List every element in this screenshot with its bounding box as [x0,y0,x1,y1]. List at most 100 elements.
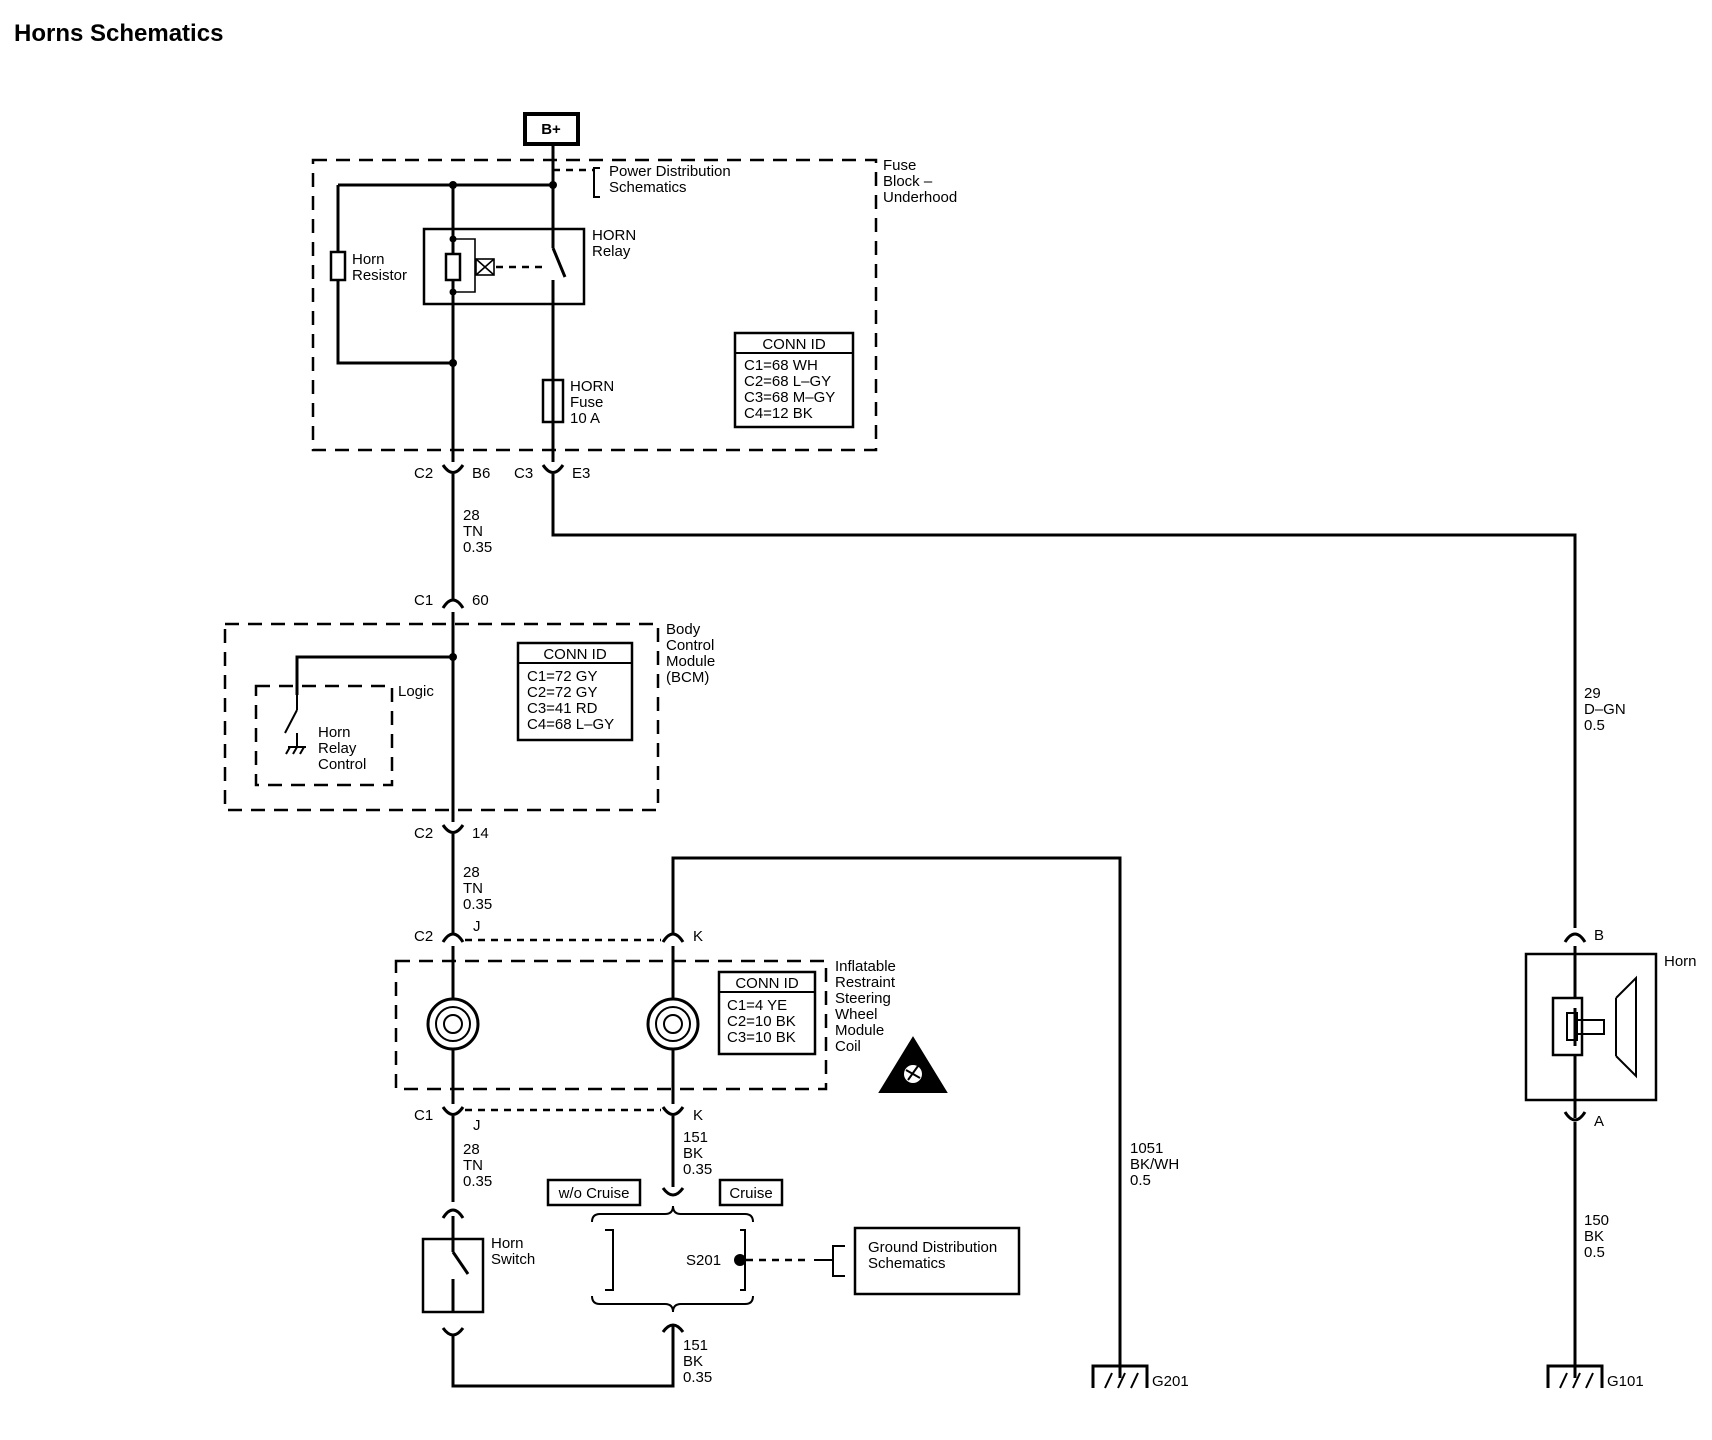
relay-control-label-2: Relay [318,740,357,757]
connector-label: C1 [414,592,433,609]
airbag-warning-icon [878,1036,948,1093]
irs-label-4: Wheel [835,1006,878,1023]
horn-assembly: Horn [1524,946,1697,1118]
connector-label: J [473,1117,481,1134]
horn-fuse-label-1: HORN [570,378,614,395]
splice-s201: S201 [686,1252,746,1269]
fuse-block-label-2: Block – [883,173,933,190]
bcm-conn-id-row: C1=72 GY [527,668,597,685]
battery-label: B+ [541,121,561,138]
ground-1051-upper-wire [671,856,1122,1378]
irs-label-1: Inflatable [835,958,896,975]
page-title: Horns Schematics [14,20,224,47]
fuse-block-conn-id-table: CONN ID C1=68 WH C2=68 L–GY C3=68 M–GY C… [733,331,855,429]
connector-label: C2 [414,928,433,945]
bcm-label-4: (BCM) [666,669,709,686]
wire-label: 0.35 [463,896,492,913]
horn-resistor: Horn Resistor [329,250,407,284]
wire-label: BK [683,1353,703,1370]
horn-switch: Horn Switch [421,1208,535,1337]
connector-label: E3 [572,465,590,482]
wire-label: 28 [463,864,480,881]
ground-dist-line-1: Ground Distribution [868,1239,997,1256]
wire-label: BK [683,1145,703,1162]
horn-feed-wire [551,474,1577,928]
bcm-label-3: Module [666,653,715,670]
horn-switch-label-2: Switch [491,1251,535,1268]
horn-relay-label-1: HORN [592,227,636,244]
ground-g101-icon: G101 [1546,1364,1644,1390]
logic-label: Logic [398,683,434,700]
connector-label: C1 [414,1107,433,1124]
horn-connector-b: B [1563,927,1604,944]
horn-connector-a: A [1563,1111,1604,1130]
wire-label: 28 [463,507,480,524]
connector-label: K [693,928,703,945]
horn-fuse-label-3: 10 A [570,410,600,427]
relay-control-label-1: Horn [318,724,351,741]
connector-label: K [693,1107,703,1124]
without-cruise-label: w/o Cruise [558,1185,630,1202]
irs-conn-id-row: C2=10 BK [727,1013,796,1030]
horn-resistor-label-2: Resistor [352,267,407,284]
fuse-block-connector-c2-b6: C2 B6 [414,464,490,482]
horn-switch-label-1: Horn [491,1235,524,1252]
power-distribution-link[interactable]: Power Distribution Schematics [553,163,731,198]
horn-fuse: HORN Fuse 10 A [541,378,614,427]
fuse-block-underhood: Fuse Block – Underhood [311,157,957,452]
fb-conn-id-row: C3=68 M–GY [744,389,835,406]
horn-fuse-label-2: Fuse [570,394,603,411]
relay-control-wire [295,655,453,695]
bk-wire-151-lower [451,1326,675,1388]
bcm-conn-id-row: C2=72 GY [527,684,597,701]
clockspring-coil-right [646,997,700,1051]
horn-label: Horn [1664,953,1697,970]
irs-conn-id-header: CONN ID [735,975,799,992]
fuse-block-label-3: Underhood [883,189,957,206]
irs-conn-id-row: C1=4 YE [727,997,787,1014]
wire-label: TN [463,880,483,897]
bcm-connector-c2-14: C2 14 [414,824,489,842]
wire-label: 0.35 [683,1161,712,1178]
battery-source: B+ [523,112,580,146]
cruise-option-labels: w/o Cruise Cruise [546,1178,784,1207]
fb-conn-id-row: C1=68 WH [744,357,818,374]
ground-dist-line-2: Schematics [868,1255,946,1272]
wire-label: TN [463,1157,483,1174]
connector-label: A [1594,1113,1604,1130]
wire-label: BK/WH [1130,1156,1179,1173]
irs-conn-id-table: CONN ID C1=4 YE C2=10 BK C3=10 BK [717,970,817,1056]
wire-label: 0.5 [1584,1244,1605,1261]
connector-label: C3 [514,465,533,482]
fuse-block-connector-c3-e3: C3 E3 [514,464,590,482]
irs-label-3: Steering [835,990,891,1007]
connector-label: 14 [472,825,489,842]
ground-distribution-link[interactable]: Ground Distribution Schematics [746,1226,1021,1296]
connector-label: C2 [414,825,433,842]
ground-label: G201 [1152,1373,1189,1390]
irs-label-2: Restraint [835,974,896,991]
irs-connector-bottom: C1 J K [414,1106,703,1134]
wire-label: 28 [463,1141,480,1158]
connector-label: C2 [414,465,433,482]
bcm-connector-c1-60: C1 60 [414,592,489,609]
cruise-option-bracket [591,1205,754,1313]
irs-connector-top: C2 J K [414,918,703,945]
wire-label: BK [1584,1228,1604,1245]
wire-label: 151 [683,1129,708,1146]
wire-label: 0.35 [463,539,492,556]
irs-label-5: Module [835,1022,884,1039]
body-control-module: Body Control Module (BCM) [223,621,715,812]
irs-conn-id-row: C3=10 BK [727,1029,796,1046]
wire-label: 150 [1584,1212,1609,1229]
connector-label: 60 [472,592,489,609]
bcm-conn-id-header: CONN ID [543,646,607,663]
bcm-label-2: Control [666,637,714,654]
horn-relay: HORN Relay [422,227,636,306]
wire-label: 151 [683,1337,708,1354]
relay-control-label-3: Control [318,756,366,773]
ground-label: G101 [1607,1373,1644,1390]
bcm-conn-id-table: CONN ID C1=72 GY C2=72 GY C3=41 RD C4=68… [516,641,634,742]
wire-label: 0.35 [683,1369,712,1386]
